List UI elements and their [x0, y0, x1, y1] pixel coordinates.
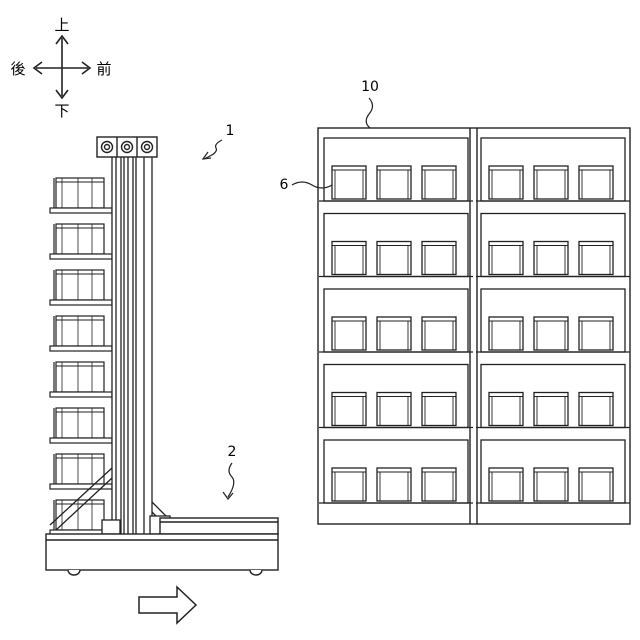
- callout-robot-label: 1: [226, 123, 235, 139]
- container-bin: [489, 317, 523, 350]
- direction-compass: [34, 36, 90, 98]
- callout-container-label: 6: [280, 177, 289, 193]
- container-bin: [377, 468, 411, 501]
- callout-base-leader: [228, 463, 234, 497]
- container-bin: [422, 468, 456, 501]
- container-bin: [489, 393, 523, 426]
- robot-tray: [50, 270, 112, 305]
- robot-tray: [50, 316, 112, 351]
- container-bin: [377, 166, 411, 199]
- callout-shelf-label: 10: [361, 79, 379, 95]
- container-bin: [377, 242, 411, 275]
- container-bin: [579, 166, 613, 199]
- container-bin: [332, 317, 366, 350]
- container-bin: [534, 393, 568, 426]
- callout-robot-leader: [204, 140, 222, 159]
- container-bin: [422, 317, 456, 350]
- robot-mast: [112, 155, 152, 535]
- container-bin: [422, 166, 456, 199]
- direction-front-label: 前: [96, 60, 111, 78]
- robot-tray: [50, 224, 112, 259]
- container-bin: [377, 317, 411, 350]
- container-bin: [332, 166, 366, 199]
- container-bin: [579, 468, 613, 501]
- container-bin: [332, 468, 366, 501]
- callout-base-label: 2: [228, 444, 237, 460]
- robot-tray: [50, 408, 112, 443]
- robot-tray: [50, 454, 112, 489]
- container-bin: [579, 317, 613, 350]
- direction-down-label: 下: [54, 102, 69, 120]
- container-bin: [489, 166, 523, 199]
- container-bin: [534, 242, 568, 275]
- robot-top-head: [97, 137, 157, 157]
- container-bin: [332, 242, 366, 275]
- container-bin: [332, 393, 366, 426]
- container-bin: [489, 468, 523, 501]
- transport-robot: [46, 137, 278, 575]
- direction-back-label: 後: [10, 60, 25, 78]
- callout-shelf-leader: [366, 98, 372, 128]
- container-bin: [377, 393, 411, 426]
- container-bin: [422, 393, 456, 426]
- travel-direction-arrow: [139, 587, 196, 623]
- container-bin: [579, 393, 613, 426]
- robot-tray: [50, 178, 112, 213]
- robot-tray-stack: [50, 178, 112, 535]
- robot-tray: [50, 362, 112, 397]
- container-bin: [579, 242, 613, 275]
- direction-up-label: 上: [54, 16, 69, 34]
- container-bin: [422, 242, 456, 275]
- callout-base-arrowhead: [223, 492, 233, 499]
- container-bin: [534, 468, 568, 501]
- storage-shelf: [318, 128, 630, 524]
- container-bin: [534, 317, 568, 350]
- container-bin: [534, 166, 568, 199]
- container-bin: [489, 242, 523, 275]
